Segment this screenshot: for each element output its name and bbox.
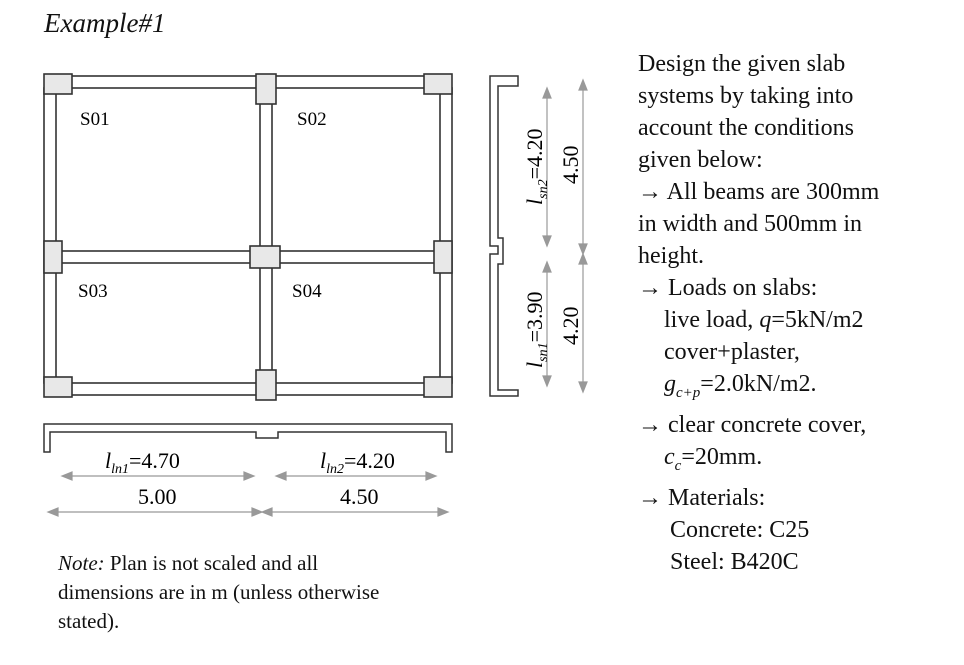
arrow-icon: → — [638, 275, 662, 301]
column — [433, 240, 453, 274]
column — [423, 376, 453, 398]
horizontal-dimension-lines — [46, 471, 450, 517]
column — [43, 240, 63, 274]
problem-description: Design the given slab systems by taking … — [638, 48, 879, 578]
desc-line: account the conditions — [638, 115, 854, 141]
desc-line: Design the given slab — [638, 51, 846, 77]
gcp-line: gc+p=2.0kN/m2. — [664, 371, 817, 401]
vertical-section-bracket — [489, 75, 519, 397]
dim-outer-top: 4.50 — [558, 146, 583, 185]
arrow-icon: → — [638, 485, 662, 511]
column — [43, 376, 73, 398]
columns — [43, 73, 453, 401]
cc-line: cc=20mm. — [664, 444, 763, 474]
note-label: Note: — [58, 551, 105, 575]
beam-middle — [54, 250, 442, 264]
vertical-dimension-lines — [542, 78, 588, 394]
beam-left — [43, 87, 57, 384]
loads-condition: → Loads on slabs: — [638, 275, 818, 301]
dim-lsn2: lsn2=4.20 — [522, 129, 551, 206]
column — [249, 245, 281, 269]
horizontal-section-bracket — [43, 423, 453, 453]
beams-condition: → All beams are 300mm — [638, 179, 880, 205]
dim-outer-left: 5.00 — [138, 484, 177, 509]
desc-line: in width and 500mm in — [638, 211, 862, 237]
column — [255, 369, 277, 401]
dim-outer-bottom: 4.20 — [558, 307, 583, 346]
slab-label-s01: S01 — [80, 109, 110, 130]
arrow-icon: → — [638, 412, 662, 438]
plan-note: Note: Plan is not scaled and all dimensi… — [58, 549, 398, 636]
cover-condition: → clear concrete cover, — [638, 412, 867, 438]
note-text: Plan is not scaled and all dimensions ar… — [58, 551, 380, 633]
column — [255, 73, 277, 105]
materials-condition: → Materials: — [638, 485, 766, 511]
dim-outer-right: 4.50 — [340, 484, 379, 509]
desc-line: systems by taking into — [638, 83, 854, 109]
example-title: Example#1 — [44, 8, 166, 38]
desc-line: given below: — [638, 147, 763, 173]
slab-label-s04: S04 — [292, 281, 322, 302]
desc-line: height. — [638, 243, 704, 269]
slab-label-s02: S02 — [297, 109, 327, 130]
steel-grade: Steel: B420C — [670, 549, 799, 575]
beam-bottom — [54, 382, 442, 396]
slab-label-s03: S03 — [78, 281, 108, 302]
dim-lln1: lln1=4.70 — [105, 448, 180, 477]
beam-top — [54, 75, 442, 89]
arrow-icon: → — [638, 179, 662, 205]
concrete-grade: Concrete: C25 — [670, 517, 810, 543]
dim-lsn1: lsn1=3.90 — [522, 292, 551, 369]
dim-lln2: lln2=4.20 — [320, 448, 395, 477]
column — [423, 73, 453, 95]
live-load-line: live load, q=5kN/m2 — [664, 307, 864, 333]
desc-line: cover+plaster, — [664, 339, 800, 365]
column — [43, 73, 73, 95]
beam-right — [439, 87, 453, 384]
beam-center — [259, 87, 273, 384]
